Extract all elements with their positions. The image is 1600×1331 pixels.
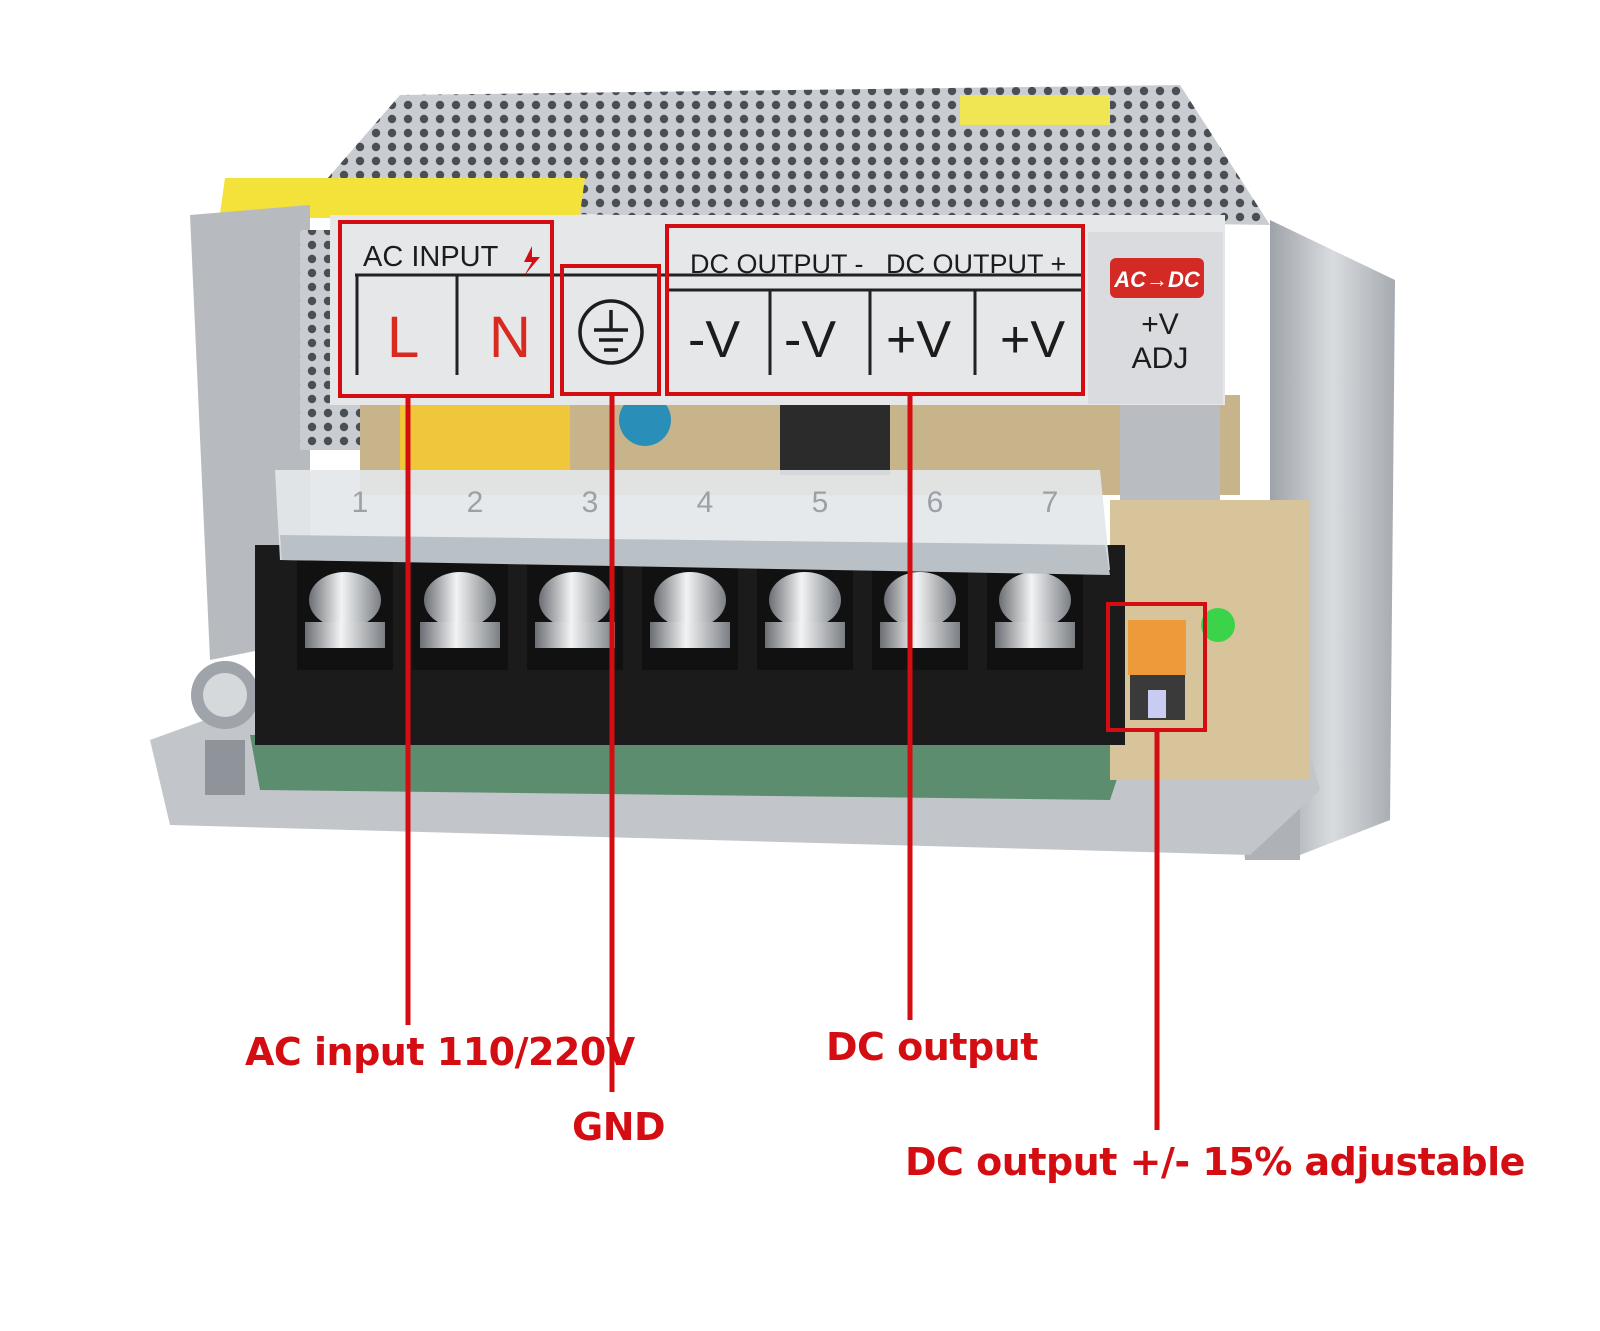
screw-number: 3 bbox=[582, 486, 599, 519]
terminal-screw bbox=[872, 560, 968, 670]
terminal-label-n: N bbox=[489, 305, 531, 370]
terminal-label-pos-v-1: +V bbox=[886, 311, 951, 369]
highlight-ac-input bbox=[338, 220, 554, 398]
terminal-label-l: L bbox=[387, 305, 419, 370]
screw-number: 4 bbox=[697, 486, 714, 519]
mounting-screw bbox=[203, 673, 247, 717]
screw-number: 7 bbox=[1042, 486, 1059, 519]
callout-dc-output: DC output bbox=[826, 1025, 1038, 1069]
screw-number: 2 bbox=[467, 486, 484, 519]
ac-input-label: AC INPUT bbox=[363, 241, 499, 273]
callout-dc-adjust: DC output +/- 15% adjustable bbox=[905, 1140, 1525, 1184]
capacitor-black bbox=[780, 395, 890, 475]
adj-plus-v: +V bbox=[1141, 308, 1179, 341]
yellow-sticker bbox=[219, 178, 585, 218]
terminal-label-neg-v-2: -V bbox=[784, 311, 836, 369]
leader-lines bbox=[405, 394, 1160, 1130]
heatsink-plate bbox=[1120, 395, 1220, 505]
terminal-screw bbox=[987, 560, 1083, 670]
terminal-cover-edge bbox=[280, 535, 1110, 575]
ac-dc-badge bbox=[1110, 258, 1204, 298]
terminal-screws bbox=[297, 560, 1083, 670]
callout-gnd: GND bbox=[572, 1105, 666, 1149]
terminal-screw bbox=[757, 560, 853, 670]
label-plate bbox=[330, 215, 1225, 405]
capacitor-blue bbox=[619, 394, 671, 446]
ac-dc-badge-text: AC→DC bbox=[1113, 267, 1201, 292]
screw-number: 1 bbox=[352, 486, 369, 519]
capacitor-yellow bbox=[400, 400, 570, 470]
screw-number: 5 bbox=[812, 486, 829, 519]
terminal-screw bbox=[642, 560, 738, 670]
highlight-dc-output bbox=[665, 224, 1085, 396]
adjust-potentiometer-knob bbox=[1148, 690, 1166, 718]
terminal-screw bbox=[297, 560, 393, 670]
terminal-label-pos-v-2: +V bbox=[1000, 311, 1065, 369]
adj-label: ADJ bbox=[1132, 342, 1189, 375]
green-led bbox=[1201, 608, 1235, 642]
mounting-standoff bbox=[205, 740, 245, 795]
terminal-label-neg-v-1: -V bbox=[688, 311, 740, 369]
terminal-screw bbox=[412, 560, 508, 670]
screw-numbers: 1 2 3 4 5 6 7 bbox=[352, 486, 1059, 519]
callout-ac-input: AC input 110/220V bbox=[245, 1030, 635, 1074]
lightning-bolt-icon bbox=[524, 246, 540, 276]
yellow-sticker bbox=[960, 95, 1110, 125]
terminal-screw bbox=[527, 560, 623, 670]
terminal-dividers bbox=[355, 273, 1082, 375]
adjust-potentiometer bbox=[1128, 620, 1186, 675]
ground-symbol-icon bbox=[578, 299, 644, 365]
screw-number: 6 bbox=[927, 486, 944, 519]
